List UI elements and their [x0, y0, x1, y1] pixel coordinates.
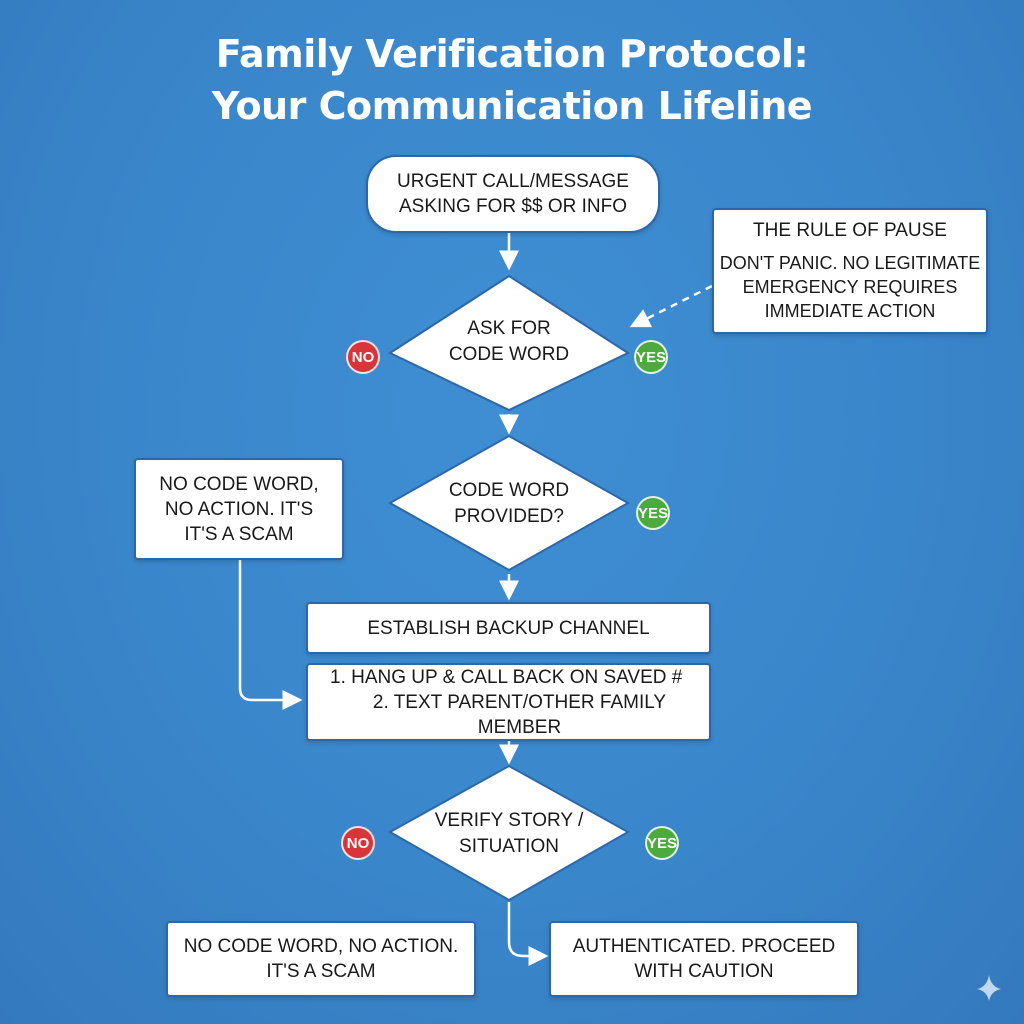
arrow-rule-of-pause — [629, 284, 713, 328]
decision-verify-line-2: SITUATION — [459, 836, 559, 857]
ask-yes-badge: YES — [634, 340, 668, 374]
scam-note-bottom-line-1: NO CODE WORD, NO ACTION. — [183, 936, 459, 957]
backup-channel-node: ESTABLISH BACKUP CHANNEL — [306, 602, 711, 654]
rule-of-pause-line-3: IMMEDIATE ACTION — [764, 301, 936, 321]
verify-no-badge: NO — [341, 826, 375, 860]
scam-note-top: NO CODE WORD, NO ACTION. IT'S IT'S A SCA… — [134, 458, 344, 560]
decision-ask-label: ASK FOR CODE WORD — [419, 316, 599, 368]
decision-verify-line-1: VERIFY STORY / — [434, 810, 584, 831]
decision-provided-line-1: CODE WORD — [448, 480, 570, 501]
authenticated-line-2: WITH CAUTION — [634, 961, 774, 982]
title-line-1: Family Verification Protocol: — [215, 32, 809, 76]
scam-note-bottom-line-2: IT'S A SCAM — [266, 961, 376, 982]
rule-of-pause-line-1: DON'T PANIC. NO LEGITIMATE — [719, 253, 981, 273]
scam-note-top-line-3: IT'S A SCAM — [184, 523, 294, 545]
scam-note-top-line-2: NO ACTION. IT'S — [164, 498, 314, 520]
backup-channel-label: ESTABLISH BACKUP CHANNEL — [367, 617, 650, 639]
diagram-title: Family Verification Protocol: Your Commu… — [0, 28, 1024, 132]
backup-step-2: 2. TEXT PARENT/OTHER FAMILY MEMBER — [372, 691, 667, 738]
start-line-1: URGENT CALL/MESSAGE — [397, 171, 629, 192]
decision-verify-label: VERIFY STORY / SITUATION — [409, 808, 609, 860]
scam-note-top-line-1: NO CODE WORD, — [159, 473, 319, 495]
backup-step-1: 1. HANG UP & CALL BACK ON SAVED # — [330, 666, 683, 688]
decision-ask-line-2: CODE WORD — [448, 344, 570, 365]
arrow-scam-note-to-steps — [238, 560, 303, 710]
authenticated-line-1: AUTHENTICATED. PROCEED — [572, 936, 836, 957]
scam-note-bottom: NO CODE WORD, NO ACTION. IT'S A SCAM — [166, 921, 476, 997]
decision-ask-line-1: ASK FOR — [467, 318, 551, 339]
rule-of-pause-line-2: EMERGENCY REQUIRES — [742, 277, 958, 297]
ask-no-badge: NO — [346, 340, 380, 374]
decision-diamond-provided — [387, 434, 631, 572]
decision-provided-line-2: PROVIDED? — [454, 506, 564, 527]
decision-provided-label: CODE WORD PROVIDED? — [419, 478, 599, 530]
sparkle-icon — [977, 975, 1001, 1001]
backup-steps-node: 1. HANG UP & CALL BACK ON SAVED # 2. TEX… — [306, 663, 711, 741]
rule-of-pause-heading: THE RULE OF PAUSE — [753, 220, 947, 241]
arrow-verify-to-authenticated — [507, 902, 549, 966]
start-node: URGENT CALL/MESSAGE ASKING FOR $$ OR INF… — [366, 155, 660, 233]
decision-diamond-ask — [387, 274, 631, 412]
authenticated-node: AUTHENTICATED. PROCEED WITH CAUTION — [549, 921, 859, 997]
start-line-2: ASKING FOR $$ OR INFO — [398, 196, 628, 217]
verify-yes-badge: YES — [645, 826, 679, 860]
provided-yes-badge: YES — [636, 496, 670, 530]
rule-of-pause-note: THE RULE OF PAUSE DON'T PANIC. NO LEGITI… — [712, 208, 988, 334]
title-line-2: Your Communication Lifeline — [211, 84, 813, 128]
decision-diamond-verify — [387, 764, 631, 902]
